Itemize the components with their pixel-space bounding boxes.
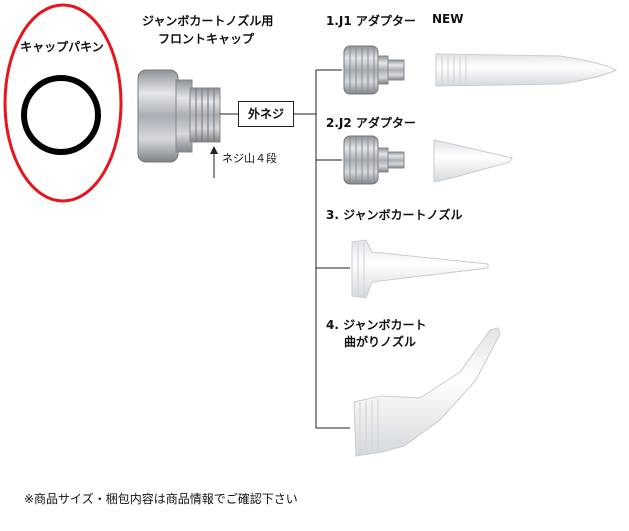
j1-adapter-label: 1.J1 アダプター [326, 12, 416, 29]
front-cap-label-line1: ジャンボカートノズル用 [142, 12, 270, 29]
cap-packing-ring [24, 78, 98, 152]
footnote: ※商品サイズ・梱包内容は商品情報でご確認下さい [24, 490, 298, 507]
j2-adapter-label: 2.J2 アダプター [326, 114, 416, 131]
jumbo-nozzle-image [352, 240, 488, 298]
outer-thread-box: 外ネジ [238, 101, 294, 127]
jumbo-nozzle-label: 3. ジャンボカートノズル [326, 206, 463, 223]
highlight-ring [5, 5, 121, 201]
j2-adapter-image [344, 136, 404, 184]
thread-arrow-head [210, 146, 218, 154]
new-badge: NEW [432, 12, 463, 26]
front-cap-label-line2: フロントキャップ [142, 30, 270, 47]
cap-packing-label: キャップパキン [14, 38, 110, 55]
j1-nozzle-image [436, 54, 616, 86]
j1-adapter-image [344, 46, 404, 94]
j2-nozzle-image [434, 140, 512, 182]
bent-nozzle-label-line2: 曲がりノズル [344, 333, 416, 350]
thread-steps-label: ネジ山４段 [222, 150, 277, 166]
bent-nozzle-label-line1: 4. ジャンボカート [326, 316, 427, 333]
front-cap-image [138, 70, 220, 162]
